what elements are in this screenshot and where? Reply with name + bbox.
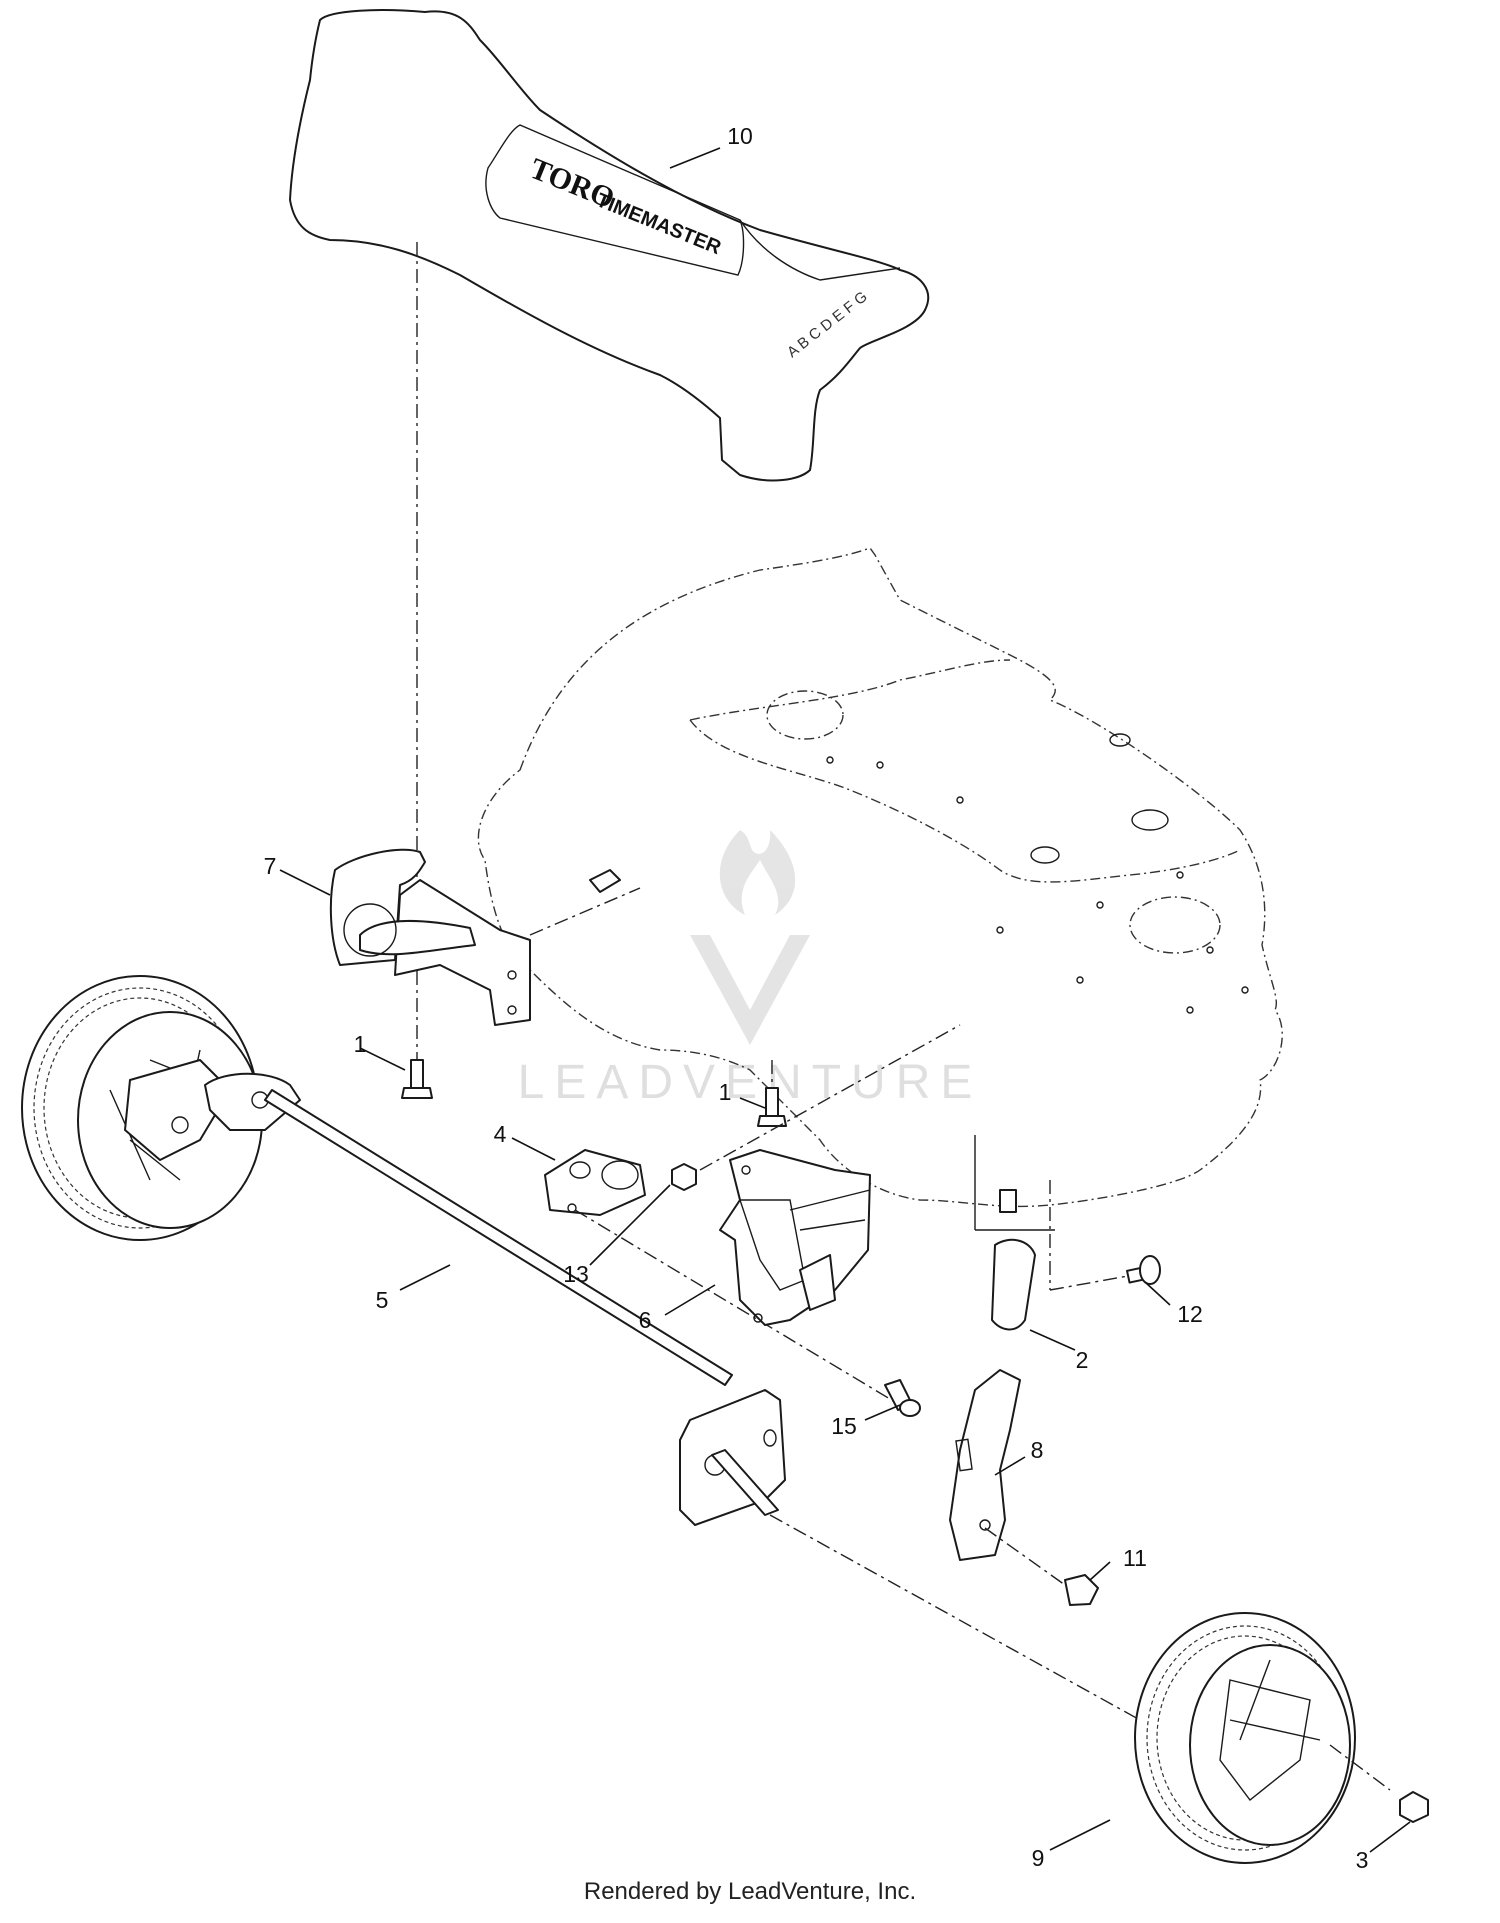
callout-label: 2 bbox=[1076, 1347, 1089, 1373]
callout-label: 6 bbox=[639, 1307, 652, 1333]
callout-label: 9 bbox=[1032, 1845, 1045, 1871]
wheel-right-9 bbox=[1134, 1612, 1391, 1864]
callout-label: 15 bbox=[831, 1413, 857, 1439]
callout-label: 7 bbox=[264, 853, 277, 879]
height-bracket-7 bbox=[329, 848, 641, 1026]
callout-label: 12 bbox=[1177, 1301, 1203, 1327]
callout-label: 8 bbox=[1031, 1437, 1044, 1463]
callout-label: 11 bbox=[1123, 1545, 1147, 1571]
watermark: LEADVENTURE bbox=[518, 830, 983, 1109]
nut-3 bbox=[1399, 1791, 1429, 1823]
mower-deck bbox=[477, 547, 1283, 1208]
callout-label: 5 bbox=[376, 1287, 389, 1313]
callout-label: 4 bbox=[494, 1121, 507, 1147]
callout-label: 10 bbox=[727, 123, 753, 149]
callout-label: 13 bbox=[563, 1261, 589, 1287]
callout-label: 3 bbox=[1356, 1847, 1369, 1873]
handle-cover-10: TORO TIMEMASTER A B C D E F G bbox=[289, 9, 930, 482]
footer-credit: Rendered by LeadVenture, Inc. bbox=[583, 1878, 917, 1905]
deck-bracket bbox=[974, 1135, 1055, 1290]
axle-plate-right bbox=[679, 1389, 1141, 1721]
leader-lines bbox=[279, 147, 1411, 1853]
bolt-12 bbox=[1049, 1255, 1161, 1291]
bolt-11 bbox=[984, 1527, 1099, 1606]
watermark-text: LEADVENTURE bbox=[518, 1056, 983, 1109]
grip-2 bbox=[991, 1238, 1036, 1331]
callout-label: 1 bbox=[719, 1079, 732, 1105]
wheel-left bbox=[21, 975, 263, 1241]
lever-8 bbox=[949, 1369, 1021, 1561]
pivot-4 bbox=[544, 1149, 896, 1403]
height-plate-6 bbox=[699, 1024, 961, 1326]
callouts: 10 7 1 1 4 13 5 6 2 12 15 8 11 9 3 bbox=[264, 123, 1369, 1873]
nut-13 bbox=[671, 1163, 697, 1191]
screw-15 bbox=[884, 1379, 921, 1417]
callout-label: 1 bbox=[354, 1031, 367, 1057]
axle-5 bbox=[204, 1072, 733, 1386]
watermark-flame-icon bbox=[719, 830, 796, 915]
bolt-1-left bbox=[401, 1059, 433, 1099]
watermark-v-icon bbox=[690, 935, 810, 1045]
bolt-1-center bbox=[757, 1060, 787, 1127]
